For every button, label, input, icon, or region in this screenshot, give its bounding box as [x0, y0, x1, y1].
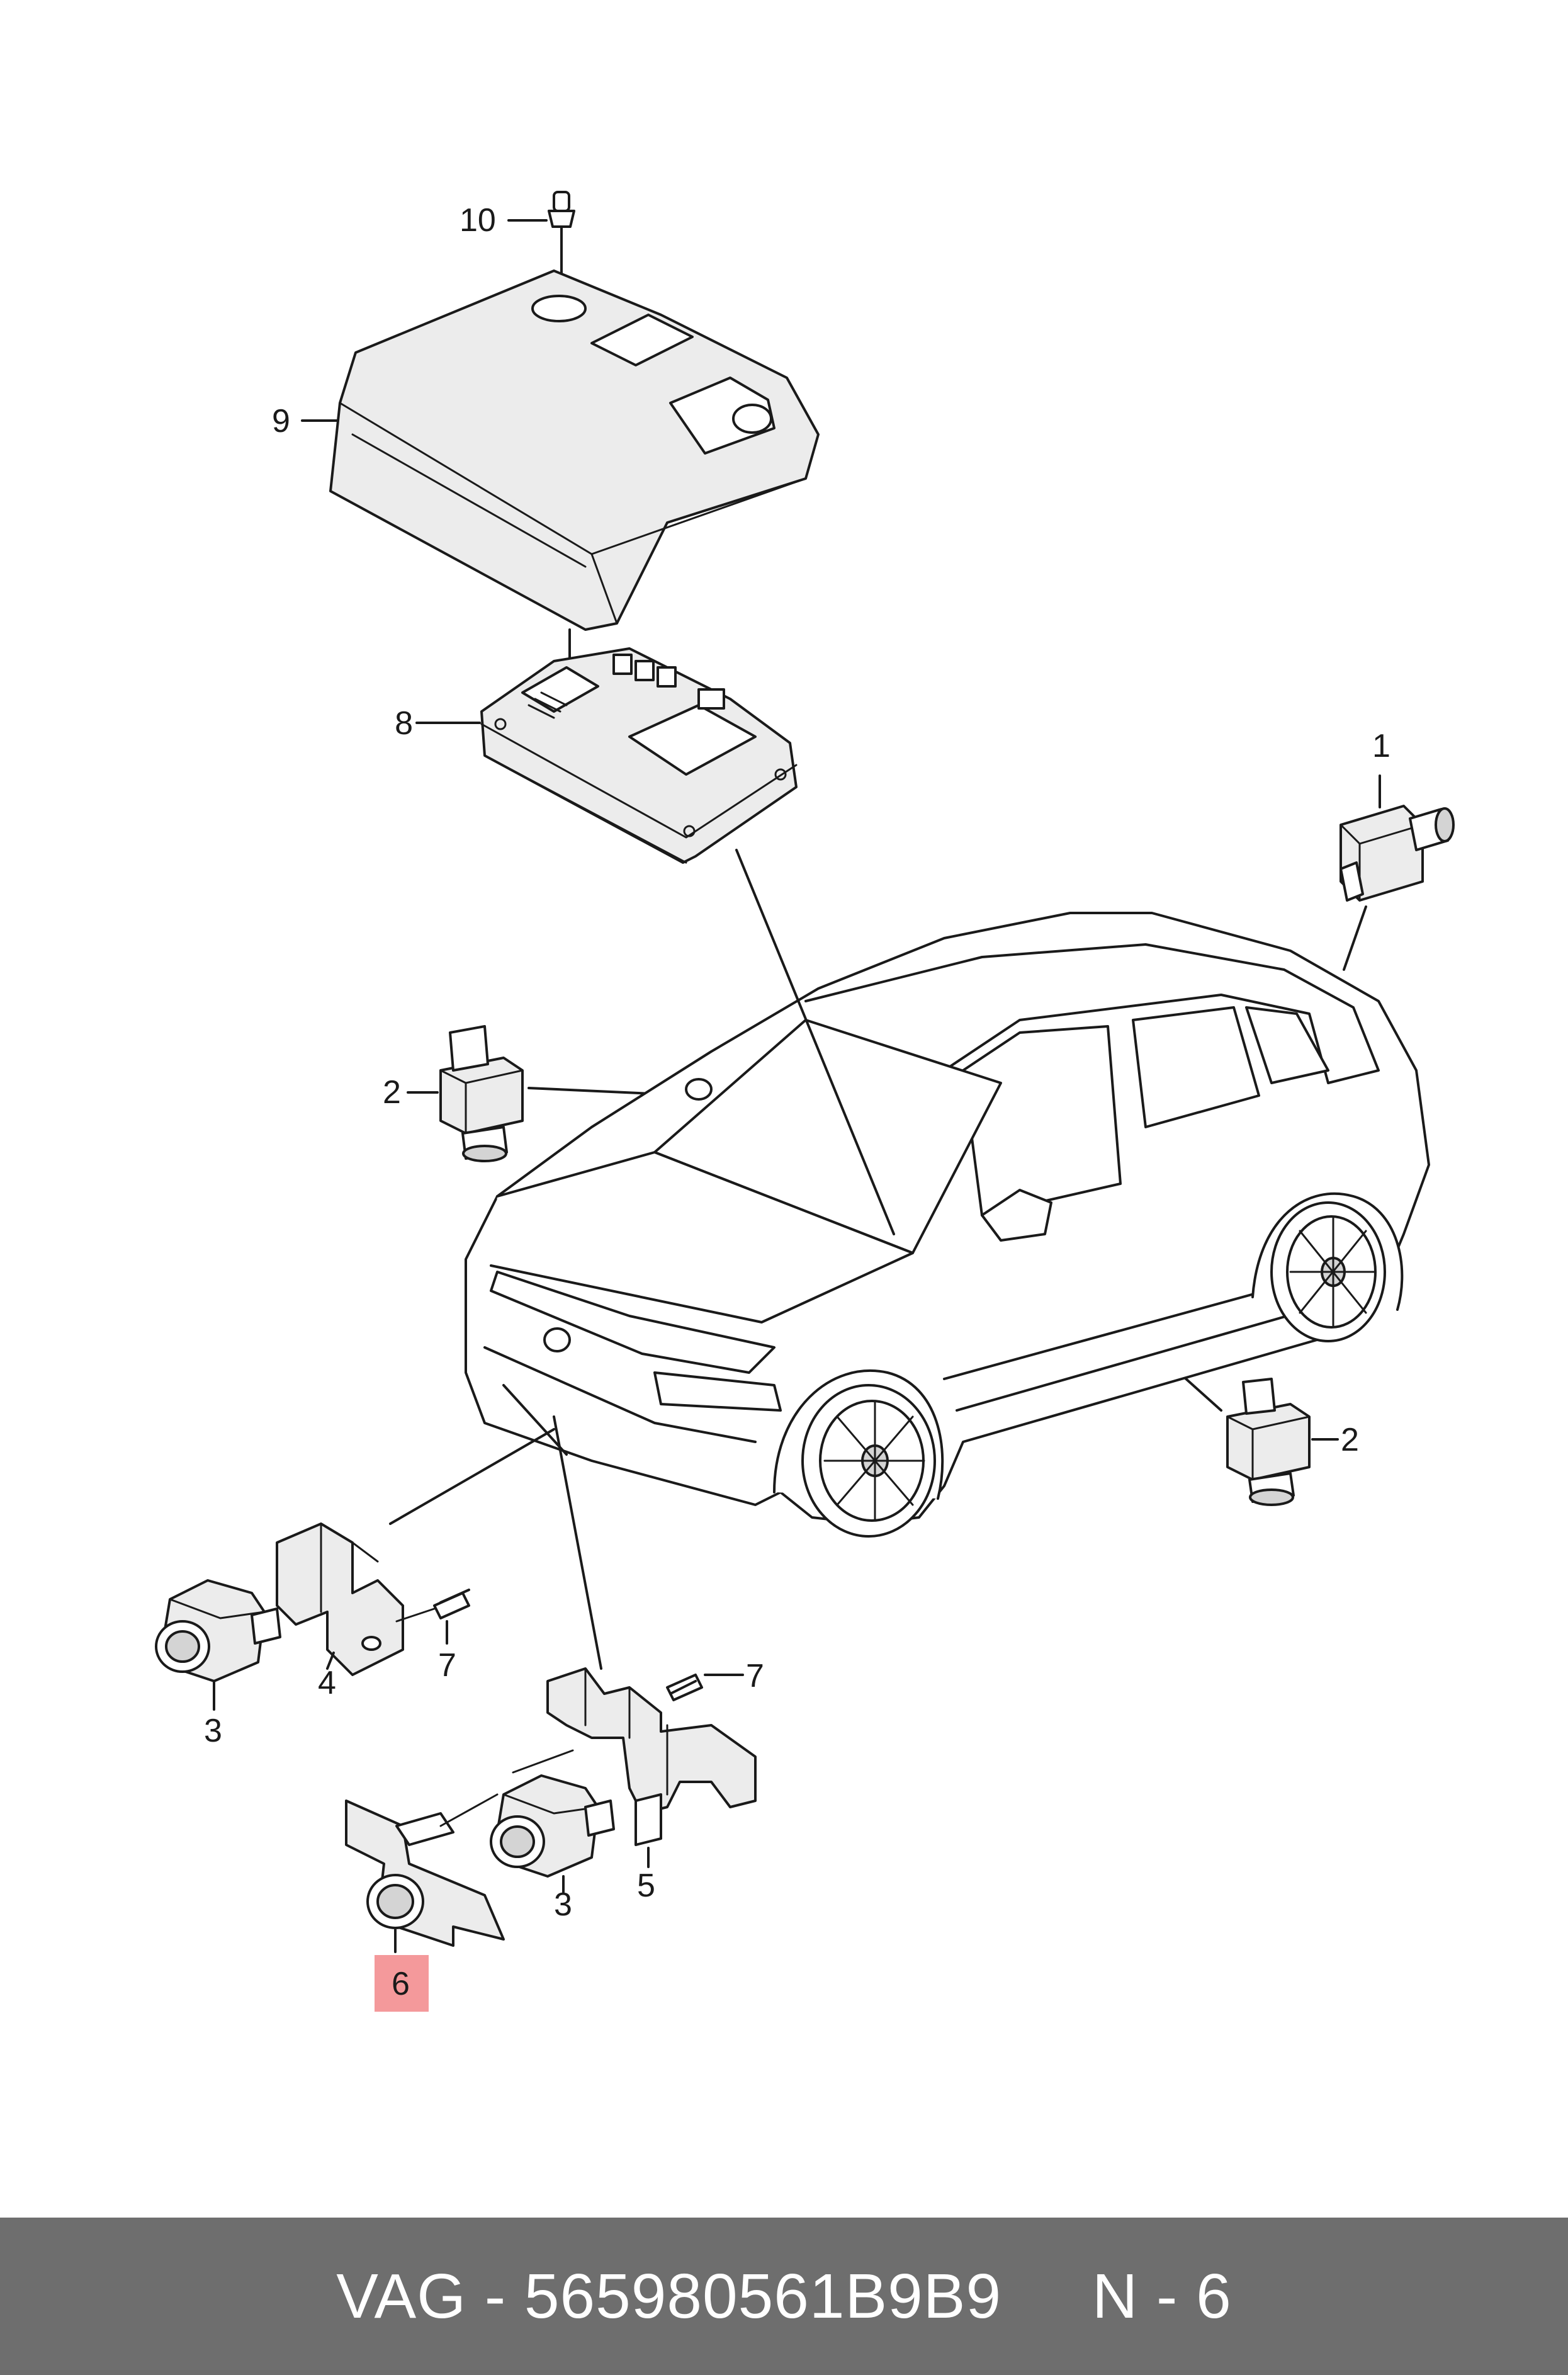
part-5-bracket	[546, 1667, 757, 1868]
callout-10: 10	[460, 202, 496, 239]
callout-7-right: 7	[746, 1658, 764, 1694]
vehicle-illustration	[389, 849, 1430, 1670]
part-number-caption: VAG - 565980561B9B9 N - 6	[336, 2260, 1232, 2332]
part-2-sensor-left	[407, 1025, 694, 1162]
part-6-sensor-holder	[345, 1793, 505, 1953]
parts-diagram: 10 9 8 1 2 2 4 7 3 7 5 3 6	[155, 191, 1455, 2012]
callout-7-left: 7	[438, 1647, 456, 1684]
callout-5: 5	[637, 1868, 655, 1904]
callout-3-left: 3	[204, 1713, 222, 1749]
part-9-cover	[301, 269, 820, 662]
callout-8: 8	[395, 705, 413, 742]
callout-4: 4	[318, 1665, 336, 1701]
part-1-sensor	[1340, 774, 1455, 971]
callout-1: 1	[1372, 728, 1390, 764]
footer-bar: VAG - 565980561B9B9 N - 6	[0, 2218, 1568, 2375]
callout-6: 6	[392, 1966, 410, 2002]
part-3-sensor-center	[490, 1749, 615, 1893]
part-8-control-module	[415, 647, 798, 864]
callout-2-left: 2	[383, 1074, 401, 1111]
callout-3-center: 3	[554, 1886, 572, 1923]
part-3-sensor-left	[155, 1579, 281, 1711]
callout-9: 9	[272, 403, 290, 439]
part-4-bracket	[276, 1522, 470, 1676]
callout-6-highlight	[375, 1955, 429, 2012]
callout-2-right: 2	[1341, 1422, 1359, 1458]
